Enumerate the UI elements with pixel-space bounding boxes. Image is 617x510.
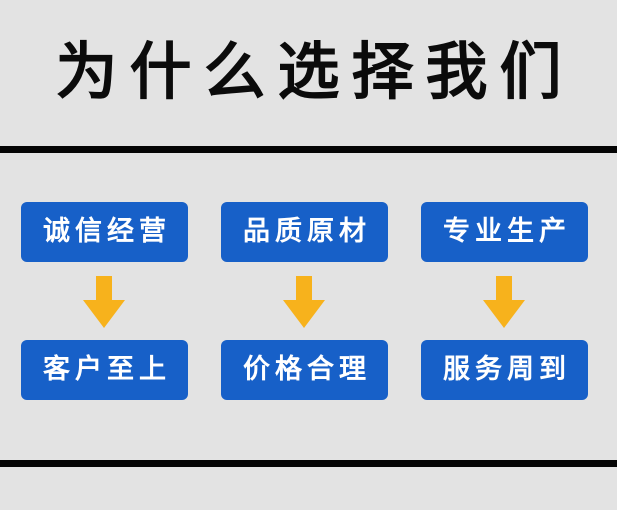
feature-column-3: 专业生产 服务周到 [421, 202, 588, 402]
bottom-divider [0, 460, 617, 467]
top-divider [0, 146, 617, 153]
feature-box-2-top: 品质原材 [221, 202, 388, 262]
page-title: 为什么选择我们 [55, 35, 574, 108]
feature-box-1-top: 诚信经营 [21, 202, 188, 262]
arrow-down-icon [283, 276, 325, 328]
feature-box-3-top: 专业生产 [421, 202, 588, 262]
arrow-down-icon [483, 276, 525, 328]
feature-box-1-bottom: 客户至上 [21, 340, 188, 400]
feature-column-2: 品质原材 价格合理 [221, 202, 388, 402]
feature-column-1: 诚信经营 客户至上 [21, 202, 188, 402]
feature-box-2-bottom: 价格合理 [221, 340, 388, 400]
arrow-down-icon [83, 276, 125, 328]
feature-box-3-bottom: 服务周到 [421, 340, 588, 400]
